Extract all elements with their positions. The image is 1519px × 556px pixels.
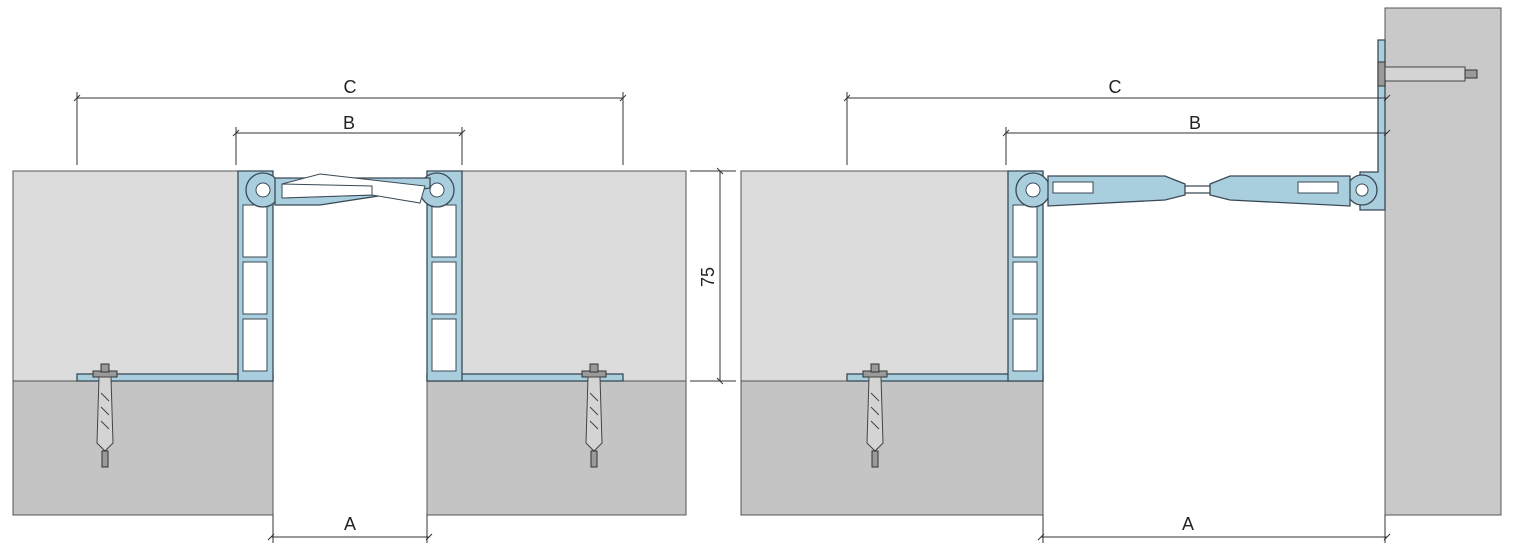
right-slab-lower (426, 380, 687, 516)
floor-slab-upper (740, 170, 1014, 382)
right-dim-c-label: C (1109, 77, 1122, 97)
left-dim-c-label: C (344, 77, 357, 97)
left-slab-upper (12, 170, 244, 382)
left-dim-b-label: B (343, 113, 355, 133)
wall (1384, 7, 1502, 516)
right-profile-leg (426, 170, 463, 382)
right-dim-a-label: A (1182, 514, 1194, 534)
floor-slab-lower (740, 380, 1044, 516)
left-detail: C B A 75 (12, 77, 736, 543)
right-dim-b-label: B (1189, 113, 1201, 133)
floor-profile-leg (1007, 170, 1044, 382)
height-dim-label: 75 (698, 267, 718, 287)
right-slab-upper (458, 170, 687, 382)
left-dim-a-label: A (344, 514, 356, 534)
right-detail: C B A (740, 7, 1502, 543)
wall-anchor (1377, 61, 1478, 87)
left-slab-lower (12, 380, 274, 516)
left-profile-leg (237, 170, 274, 382)
